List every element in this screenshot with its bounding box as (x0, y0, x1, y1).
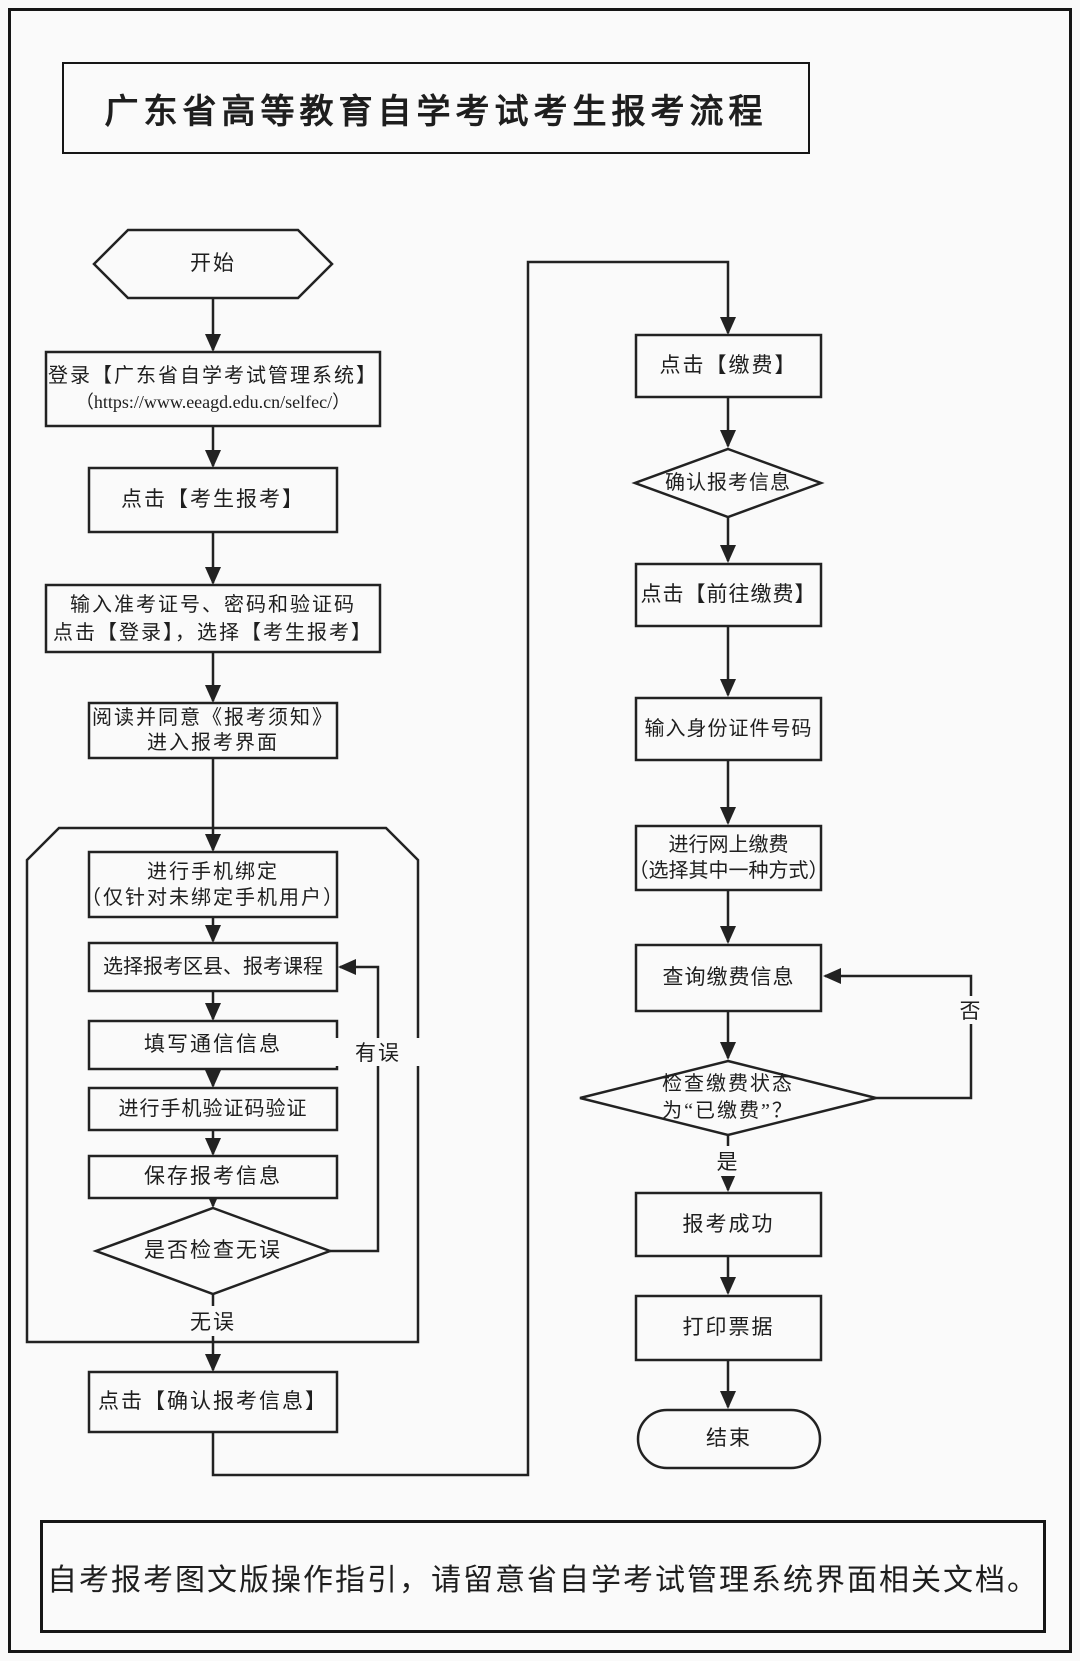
query-payment-info-box (634, 943, 823, 1013)
confirm-register-info-box (87, 1370, 339, 1434)
click-go-pay-box (634, 562, 823, 628)
edge-label-yes-text: 是 (716, 1150, 740, 1174)
node-print-receipt: 打印票据 (636, 1296, 821, 1360)
node-bind-phone-line2: （仅针对未绑定手机用户） (81, 886, 345, 909)
node-query-payment-info: 查询缴费信息 (636, 945, 821, 1011)
node-login-system: 登录【广东省自学考试管理系统】 （https://www.eeagd.edu.c… (46, 352, 380, 426)
arrow-loop-error (330, 959, 380, 1253)
click-candidate-register-box (87, 466, 339, 534)
node-enter-credentials-line1: 输入准考证号、密码和验证码 (70, 593, 356, 616)
page-title: 广东省高等教育自学考试考生报考流程 (62, 62, 810, 154)
bind-phone-box (87, 850, 339, 919)
node-phone-code-verify: 进行手机验证码验证 (89, 1088, 337, 1130)
edge-label-no: 否 (947, 996, 995, 1024)
node-end-label: 结束 (706, 1426, 752, 1451)
save-register-info-box (87, 1154, 339, 1200)
node-start: 开始 (94, 230, 332, 298)
node-fill-contact-info-label: 填写通信信息 (144, 1032, 282, 1057)
node-online-payment-line1: 进行网上缴费 (668, 834, 789, 856)
check-correct-decision-diamond (92, 1206, 334, 1296)
node-confirm-info-decision: 确认报考信息 (635, 449, 821, 517)
node-select-district-courses-label: 选择报考区县、报考课程 (103, 956, 323, 978)
page-outer-border (8, 8, 1072, 1653)
edge-label-ok-text: 无误 (190, 1310, 236, 1334)
agree-notice-box (87, 701, 339, 760)
node-login-system-line2: （https://www.eeagd.edu.cn/selfec/） (75, 392, 351, 413)
end-terminator-shape (636, 1408, 822, 1470)
node-start-label: 开始 (190, 251, 236, 276)
node-agree-notice: 阅读并同意《报考须知》 进入报考界面 (89, 703, 337, 758)
node-query-payment-info-label: 查询缴费信息 (662, 965, 795, 990)
node-enter-credentials-line2: 点击【登录】，选择【考生报考】 (53, 621, 373, 644)
node-check-correct-decision: 是否检查无误 (96, 1208, 330, 1294)
node-click-candidate-register-label: 点击【考生报考】 (121, 487, 305, 512)
node-end: 结束 (638, 1410, 820, 1468)
node-check-correct-decision-label: 是否检查无误 (144, 1238, 282, 1263)
node-check-paid-decision-line2: 为“已缴费”？ (662, 1100, 794, 1122)
arrow-confirm-to-clickpay (211, 260, 736, 1477)
node-enter-id-number: 输入身份证件号码 (636, 698, 821, 760)
arrow-loop-no (823, 968, 973, 1100)
node-print-receipt-label: 打印票据 (682, 1315, 775, 1340)
node-login-system-line1: 登录【广东省自学考试管理系统】 (48, 365, 378, 388)
node-online-payment-line2: （选择其中一种方式） (628, 860, 829, 882)
print-receipt-box (634, 1294, 823, 1362)
enter-id-number-box (634, 696, 823, 762)
edge-label-error: 有误 (334, 1038, 422, 1066)
select-district-courses-box (87, 941, 339, 993)
footer-note: 自考报考图文版操作指引，请留意省自学考试管理系统界面相关文档。 (40, 1520, 1046, 1633)
node-agree-notice-line1: 阅读并同意《报考须知》 (92, 706, 334, 729)
node-click-pay-label: 点击【缴费】 (659, 353, 798, 378)
node-confirm-info-decision-label: 确认报考信息 (665, 472, 791, 494)
node-register-success-label: 报考成功 (682, 1211, 775, 1236)
node-phone-code-verify-label: 进行手机验证码验证 (118, 1098, 308, 1120)
node-bind-phone-line1: 进行手机绑定 (147, 860, 279, 883)
node-register-success: 报考成功 (636, 1193, 821, 1256)
node-confirm-register-info: 点击【确认报考信息】 (89, 1372, 337, 1432)
node-check-paid-decision-line1: 检查缴费状态 (662, 1073, 794, 1095)
online-payment-box (634, 824, 823, 892)
node-confirm-register-info-label: 点击【确认报考信息】 (98, 1389, 328, 1414)
node-check-paid-decision: 检查缴费状态 为“已缴费”？ (580, 1061, 876, 1135)
click-pay-box (634, 333, 823, 399)
edge-label-error-text: 有误 (355, 1041, 401, 1065)
edge-label-yes: 是 (704, 1146, 752, 1176)
node-click-candidate-register: 点击【考生报考】 (89, 468, 337, 532)
footer-note-text: 自考报考图文版操作指引，请留意省自学考试管理系统界面相关文档。 (47, 1563, 1039, 1597)
node-enter-credentials: 输入准考证号、密码和验证码 点击【登录】，选择【考生报考】 (46, 585, 380, 652)
login-system-box (44, 350, 382, 428)
enter-credentials-box (44, 583, 382, 654)
register-success-box (634, 1191, 823, 1258)
node-fill-contact-info: 填写通信信息 (89, 1021, 337, 1069)
loop-container-outline (25, 826, 420, 1344)
edge-label-no-text: 否 (959, 999, 983, 1023)
node-click-go-pay-label: 点击【前往缴费】 (640, 582, 817, 607)
node-enter-id-number-label: 输入身份证件号码 (644, 718, 813, 740)
confirm-info-decision-diamond (631, 447, 825, 519)
node-bind-phone: 进行手机绑定 （仅针对未绑定手机用户） (81, 852, 343, 917)
node-save-register-info-label: 保存报考信息 (144, 1164, 282, 1189)
node-save-register-info: 保存报考信息 (89, 1156, 337, 1198)
phone-code-verify-box (87, 1086, 339, 1132)
node-click-pay: 点击【缴费】 (636, 335, 821, 397)
check-paid-decision-diamond (579, 1059, 877, 1137)
node-click-go-pay: 点击【前往缴费】 (636, 564, 821, 626)
edge-label-ok: 无误 (169, 1306, 257, 1336)
node-select-district-courses: 选择报考区县、报考课程 (89, 943, 337, 991)
start-hexagon-shape (92, 228, 334, 300)
node-online-payment: 进行网上缴费 （选择其中一种方式） (629, 826, 829, 890)
node-agree-notice-line2: 进入报考界面 (147, 731, 279, 754)
page-title-text: 广东省高等教育自学考试考生报考流程 (104, 93, 768, 131)
